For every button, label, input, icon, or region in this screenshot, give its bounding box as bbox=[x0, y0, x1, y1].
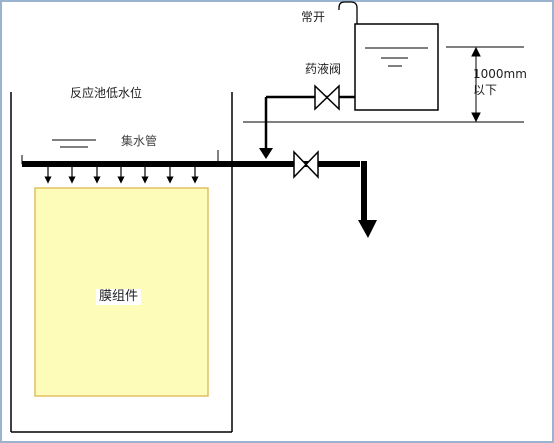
collector-pipe-label: 集水管 bbox=[121, 134, 158, 148]
dimension-arrow bbox=[471, 46, 481, 123]
low-water-level-mark bbox=[52, 139, 96, 148]
level-reference-lines bbox=[243, 46, 524, 123]
chemical-tank bbox=[354, 23, 439, 111]
dosing-valve-icon bbox=[314, 84, 340, 111]
dimension-value: 1000mm bbox=[473, 67, 527, 81]
suction-arrows bbox=[44, 166, 199, 184]
dimension-qualifier: 以下 bbox=[473, 83, 498, 97]
tank-level-mark bbox=[365, 47, 428, 67]
faucet-icon bbox=[338, 1, 358, 24]
outlet-valve-icon bbox=[293, 150, 319, 179]
dimension-label: 1000mm 以下 bbox=[473, 66, 527, 98]
membrane-module-label: 膜组件 bbox=[96, 289, 142, 305]
outlet-arrow-icon bbox=[358, 220, 377, 238]
dosing-valve-label: 药液阀 bbox=[305, 62, 342, 76]
reactor-tank bbox=[10, 92, 233, 433]
normally-open-label: 常开 bbox=[301, 10, 326, 24]
dosing-line bbox=[259, 95, 355, 159]
reactor-low-level-label: 反应池低水位 bbox=[70, 86, 143, 100]
collector-pipe-ticks bbox=[21, 150, 219, 164]
